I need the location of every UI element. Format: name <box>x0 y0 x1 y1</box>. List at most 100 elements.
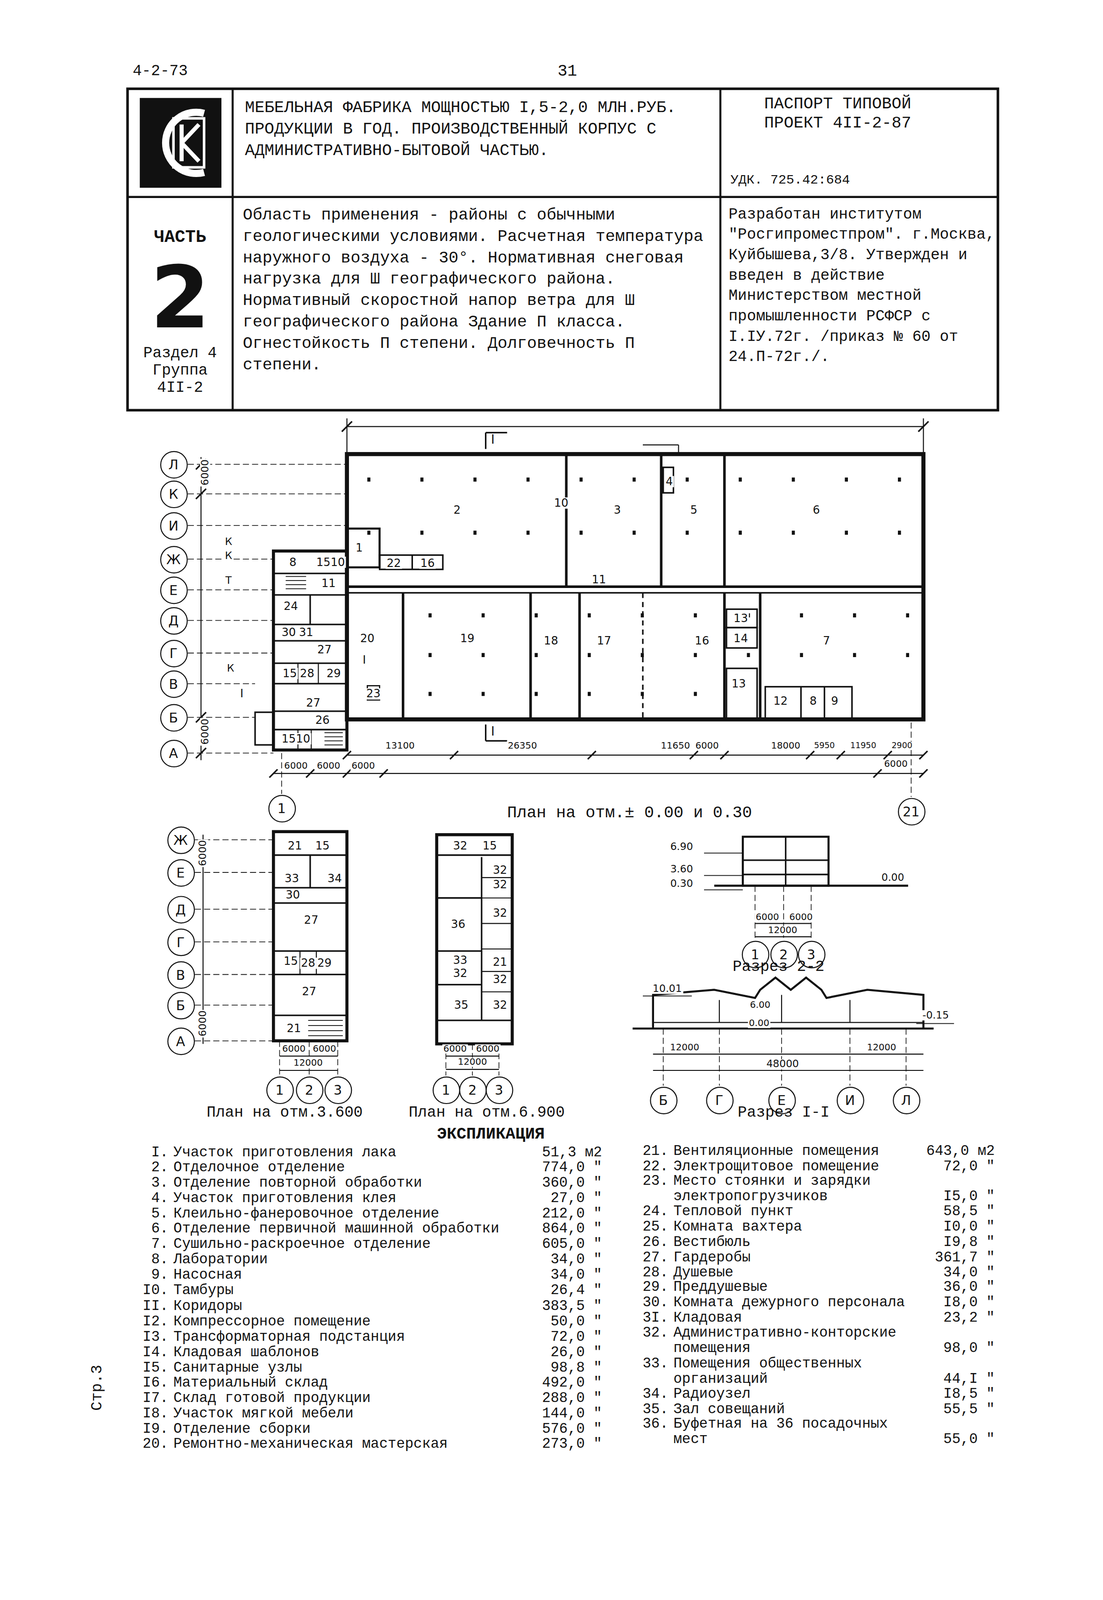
axis-bubble: Ж <box>159 545 188 574</box>
explication-cell: I. <box>151 1145 169 1160</box>
main-plan <box>187 418 929 798</box>
drawing-line <box>367 530 918 535</box>
axis-bubble: И <box>836 1086 864 1115</box>
plan-label: 8 <box>288 556 298 569</box>
drawing-line <box>269 769 278 778</box>
drawing-line <box>194 872 274 874</box>
plan-label: 12000 <box>767 926 799 936</box>
drawing-line <box>127 88 998 411</box>
plan-label: 19 <box>459 633 476 645</box>
explication-cell: Вентиляционные помещения <box>673 1143 921 1160</box>
plan-label: 1 <box>354 542 364 554</box>
explication-cell: Участок мягкой мебели <box>173 1406 354 1422</box>
plan-label: 32 <box>491 908 509 920</box>
explication-cell: 2. <box>151 1160 169 1175</box>
axis-bubble: Б <box>649 1086 677 1115</box>
plan-label: 29 <box>325 668 342 680</box>
drawing-line <box>704 875 743 877</box>
drawing-line <box>187 683 256 685</box>
drawing-line <box>726 627 758 649</box>
drawing-line <box>428 691 715 697</box>
drawing-line <box>723 454 726 587</box>
explication-cell: 34,0 " <box>943 1265 995 1281</box>
explication-cell: Санитарные узлы <box>173 1360 302 1375</box>
explication-cell: Трансформаторная подстанция <box>173 1329 405 1345</box>
explication-cell: Кладовая шаблонов <box>173 1344 320 1360</box>
plan-label: 12 <box>772 695 789 707</box>
explication-cell: Буфетная на 36 посадочных мест <box>673 1416 921 1448</box>
drawing-line <box>445 1069 499 1071</box>
drawing-line <box>436 834 513 1045</box>
plan-label: 15 <box>282 955 299 968</box>
cell-text: ПАСПОРТ ТИПОВОЙ ПРОЕКТ 4II-2-87 <box>750 94 925 134</box>
drawing-line <box>187 525 348 527</box>
explication-cell: 23. <box>642 1174 669 1189</box>
drawing-line <box>411 555 413 570</box>
drawing-line <box>269 751 928 778</box>
axis-letter: Е <box>777 1093 786 1107</box>
plan-label: 6000 <box>283 761 309 772</box>
drawing-line <box>529 592 532 720</box>
axis-letter: Б <box>176 998 186 1012</box>
explication-cell: Коридоры <box>173 1298 242 1314</box>
plan-label: 12000 <box>292 1059 324 1069</box>
drawing-line <box>195 748 207 759</box>
drawing-line <box>187 717 256 719</box>
plan-label: 13 <box>730 678 748 690</box>
drawing-line <box>781 995 783 1023</box>
axis-letter: Е <box>169 583 178 597</box>
plan-label: 6000 <box>882 760 909 770</box>
plan-label: 24 <box>282 600 299 612</box>
drawing-line <box>578 592 581 720</box>
explication-cell: 98,8 " <box>550 1360 602 1375</box>
plan-label: 15 <box>314 840 331 852</box>
drawing-line <box>823 686 826 720</box>
plan-label: 6000 <box>198 839 209 868</box>
explication-cell: 58,5 " <box>943 1204 995 1219</box>
drawing-line <box>723 592 726 720</box>
drawing-line <box>194 941 274 943</box>
explication-cell: I8. <box>142 1406 169 1422</box>
drawing-line <box>273 832 347 1042</box>
plan-label: 34 <box>326 873 343 885</box>
drawing-line <box>127 196 998 199</box>
plan-label: 18 <box>542 635 560 647</box>
drawing-line <box>836 751 845 760</box>
drawing-line <box>449 751 458 760</box>
explication-cell: 26,0 " <box>550 1344 602 1360</box>
plan-label: 9 <box>830 695 840 707</box>
plan-label: 32 <box>452 840 469 852</box>
plan-label: 12000 <box>866 1043 898 1054</box>
explication-cell: 144,0 " <box>541 1406 602 1422</box>
drawing-line <box>436 1019 513 1022</box>
plan-label: 6000 <box>311 1044 337 1054</box>
drawing-line <box>194 909 274 911</box>
explication-cell: 33. <box>642 1356 669 1372</box>
plan-label: Т <box>224 575 233 586</box>
drawing-line <box>481 971 513 973</box>
explication-cell: I5,0 " <box>943 1188 995 1204</box>
drawing-line <box>308 1035 343 1037</box>
explication-cell: 27,0 " <box>550 1191 602 1206</box>
plan-label: К <box>223 551 234 562</box>
drawing-line <box>481 948 513 950</box>
cell-text: Разработан институтом "Росгипроместпром"… <box>728 205 996 369</box>
explication-cell: 20. <box>142 1437 169 1452</box>
drawing-line <box>187 463 348 465</box>
explication-cell: 51,3 м2 <box>541 1145 602 1160</box>
view-title: План на отм.6.900 <box>408 1105 565 1122</box>
view-title: План на отм.3.600 <box>206 1105 363 1122</box>
explication-cell: I8,5 " <box>943 1387 995 1402</box>
table-cell: Область применения - районы с обычными г… <box>242 205 715 377</box>
axis-letter: В <box>176 967 186 982</box>
drawing-line <box>194 1004 274 1006</box>
drawing-line <box>309 855 311 889</box>
explication-cell: 72,0 " <box>550 1329 602 1345</box>
plan-label: К <box>226 663 236 674</box>
drawing-line <box>285 576 307 578</box>
axis-bubble: В <box>159 669 188 698</box>
plan-label: 11 <box>590 574 608 586</box>
drawing-line <box>436 854 513 856</box>
drawing-line <box>754 923 812 925</box>
explication-cell: 34,0 " <box>550 1252 602 1268</box>
